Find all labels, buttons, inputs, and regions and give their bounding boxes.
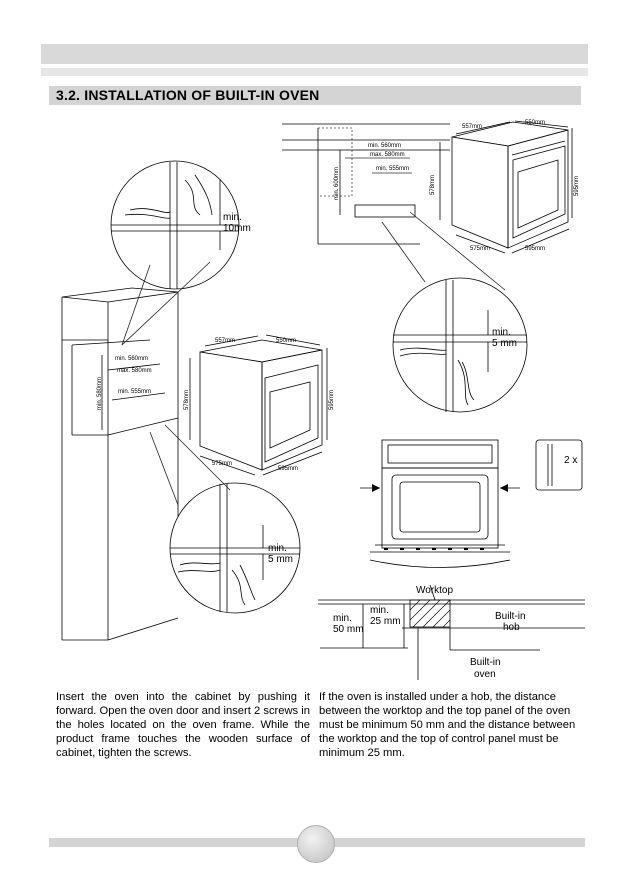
min-5b-label: min. <box>268 543 287 554</box>
ml-min580: min. 580mm <box>97 377 103 410</box>
tl-min555: min. 555mm <box>376 166 409 172</box>
left-zoom-circle-top <box>110 160 240 346</box>
ml-min555: min. 555mm <box>118 389 151 395</box>
middle-oven-diagram <box>189 334 328 476</box>
left-zoom-circle-bottom <box>149 424 301 614</box>
front-oven-diagram <box>360 439 583 568</box>
tl-550: 550mm <box>525 120 545 126</box>
mm-25-label: 25 mm <box>370 616 401 627</box>
top-zoom-circle <box>381 211 528 413</box>
top-oven-diagram <box>439 120 573 254</box>
min-25-label: min. <box>370 605 389 616</box>
ml-550: 550mm <box>276 338 296 344</box>
tl-595: 595mm <box>574 176 580 196</box>
oven-label: Built-in <box>470 657 501 668</box>
ml-max580: max. 580mm <box>117 368 152 374</box>
tl-min560: min. 560mm <box>368 143 401 149</box>
mm-5a-label: 5 mm <box>492 338 517 349</box>
hob-label: Built-in <box>495 611 526 622</box>
oven-label-2: oven <box>474 669 496 680</box>
ml-578: 578mm <box>184 390 190 410</box>
ml-575: 575mm <box>212 461 232 467</box>
ml-595b: 595mm <box>278 466 298 472</box>
header-bar <box>41 44 588 64</box>
min-10-label: min. <box>223 212 242 223</box>
min-5a-label: min. <box>492 327 511 338</box>
min-50-label: min. <box>333 613 352 624</box>
installation-instructions: Insert the oven into the cabinet by push… <box>56 691 310 759</box>
worktop-hob-diagram <box>318 584 585 680</box>
top-cabinet-diagram <box>282 123 450 245</box>
section-title: 3.2. INSTALLATION OF BUILT-IN OVEN <box>56 87 320 103</box>
mm-5b-label: 5 mm <box>268 554 293 565</box>
ml-min560: min. 560mm <box>115 356 148 362</box>
mm-10-label: 10mm <box>223 223 251 234</box>
tl-595b: 595mm <box>525 246 545 252</box>
worktop-label: Worktop <box>416 585 453 596</box>
ml-595: 595mm <box>329 390 335 410</box>
page-number-badge <box>297 825 335 863</box>
section-heading: 3.2. INSTALLATION OF BUILT-IN OVEN <box>49 86 581 105</box>
screws-label: 2 x <box>564 455 577 466</box>
header-subbar <box>41 68 588 76</box>
tl-min600: min. 600mm <box>334 167 340 200</box>
hob-label-2: hob <box>503 622 520 633</box>
hob-clearance-note: If the oven is installed under a hob, th… <box>319 691 576 759</box>
mm-50-label: 50 mm <box>333 624 364 635</box>
tl-578: 578mm <box>430 175 436 195</box>
tl-max580: max. 580mm <box>370 152 405 158</box>
hob-hatch <box>409 599 451 628</box>
tl-557: 557mm <box>462 124 482 130</box>
ml-557: 557mm <box>215 338 235 344</box>
tl-575: 575mm <box>470 246 490 252</box>
tall-cabinet-diagram <box>61 287 179 641</box>
